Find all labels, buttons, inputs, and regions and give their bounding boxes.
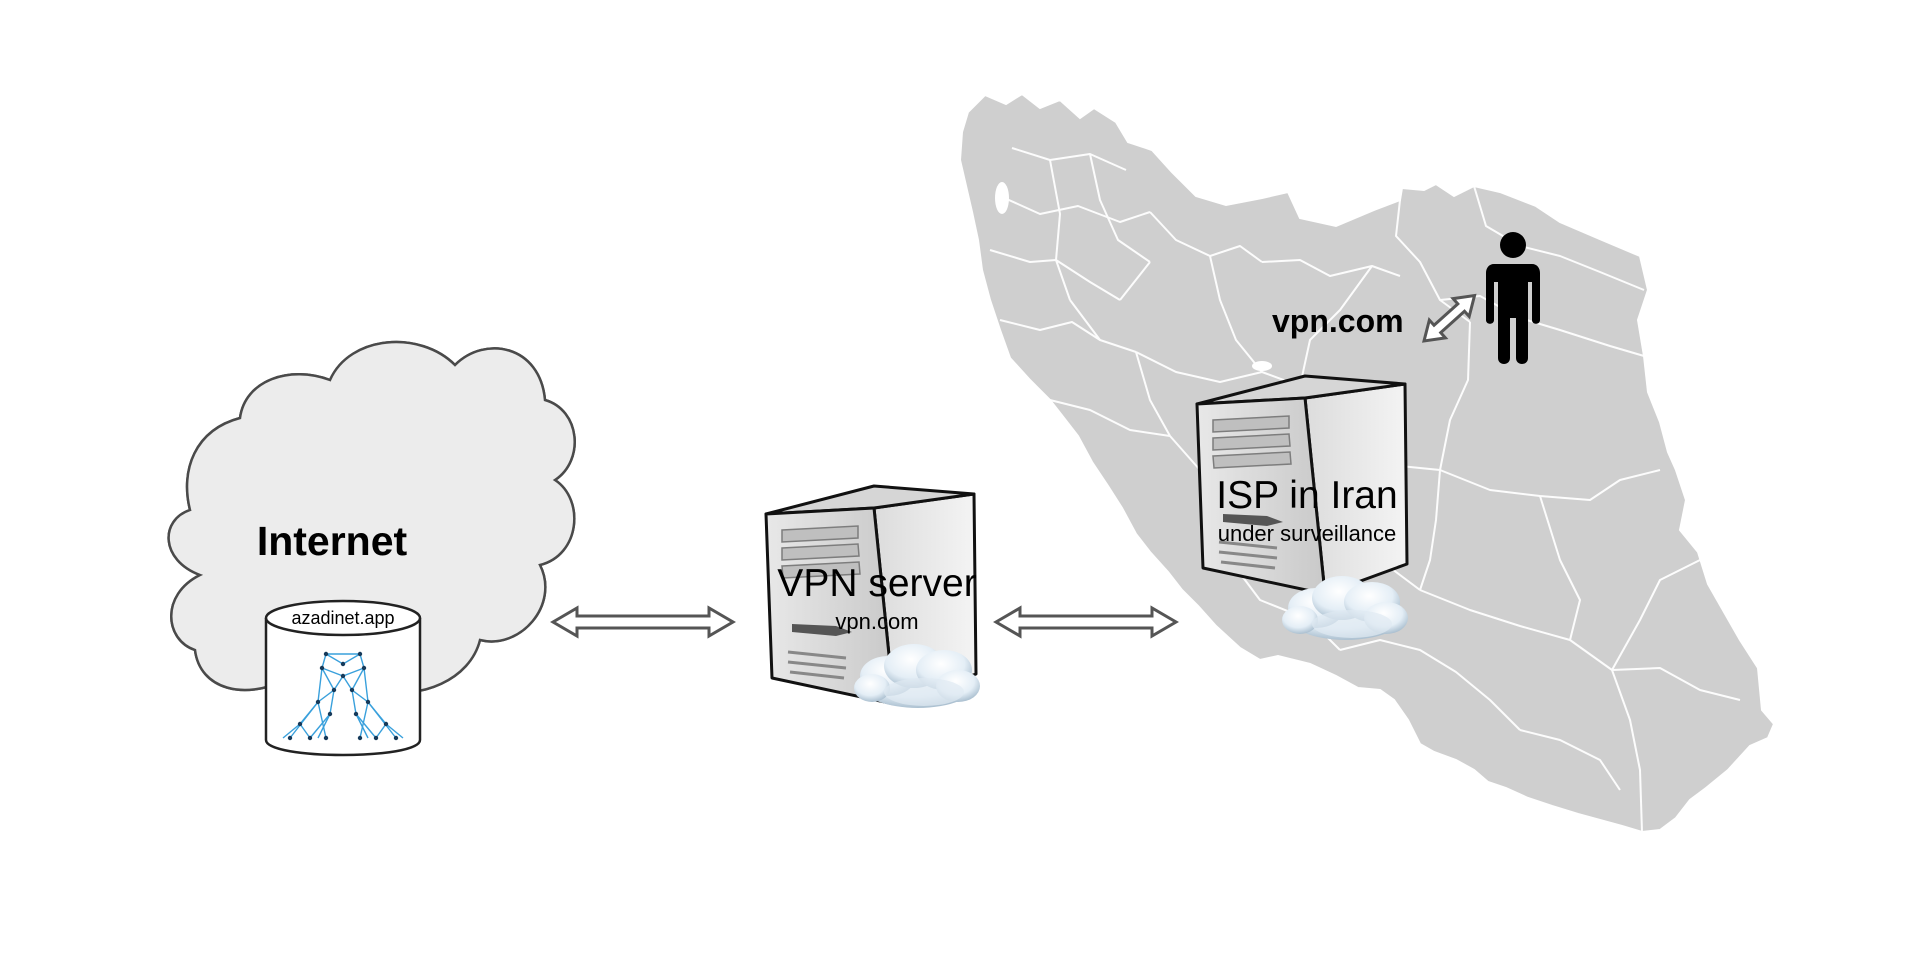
vpn-server-title: VPN server xyxy=(777,562,977,605)
website-database-icon xyxy=(264,599,422,757)
arrow-isp-user xyxy=(1421,293,1477,343)
isp-title: ISP in Iran xyxy=(1216,474,1398,517)
arrow-internet-vpn xyxy=(551,606,735,638)
isp-subtitle: under surveillance xyxy=(1217,521,1397,546)
website-label: azadinet.app xyxy=(291,608,395,628)
vpn-server-subtitle: vpn.com xyxy=(835,609,919,634)
person-icon xyxy=(1486,232,1540,364)
internet-label: Internet xyxy=(256,518,408,564)
user-request-label: vpn.com xyxy=(1272,303,1404,339)
azadi-tower-icon xyxy=(282,651,404,741)
arrow-vpn-isp xyxy=(994,606,1178,638)
